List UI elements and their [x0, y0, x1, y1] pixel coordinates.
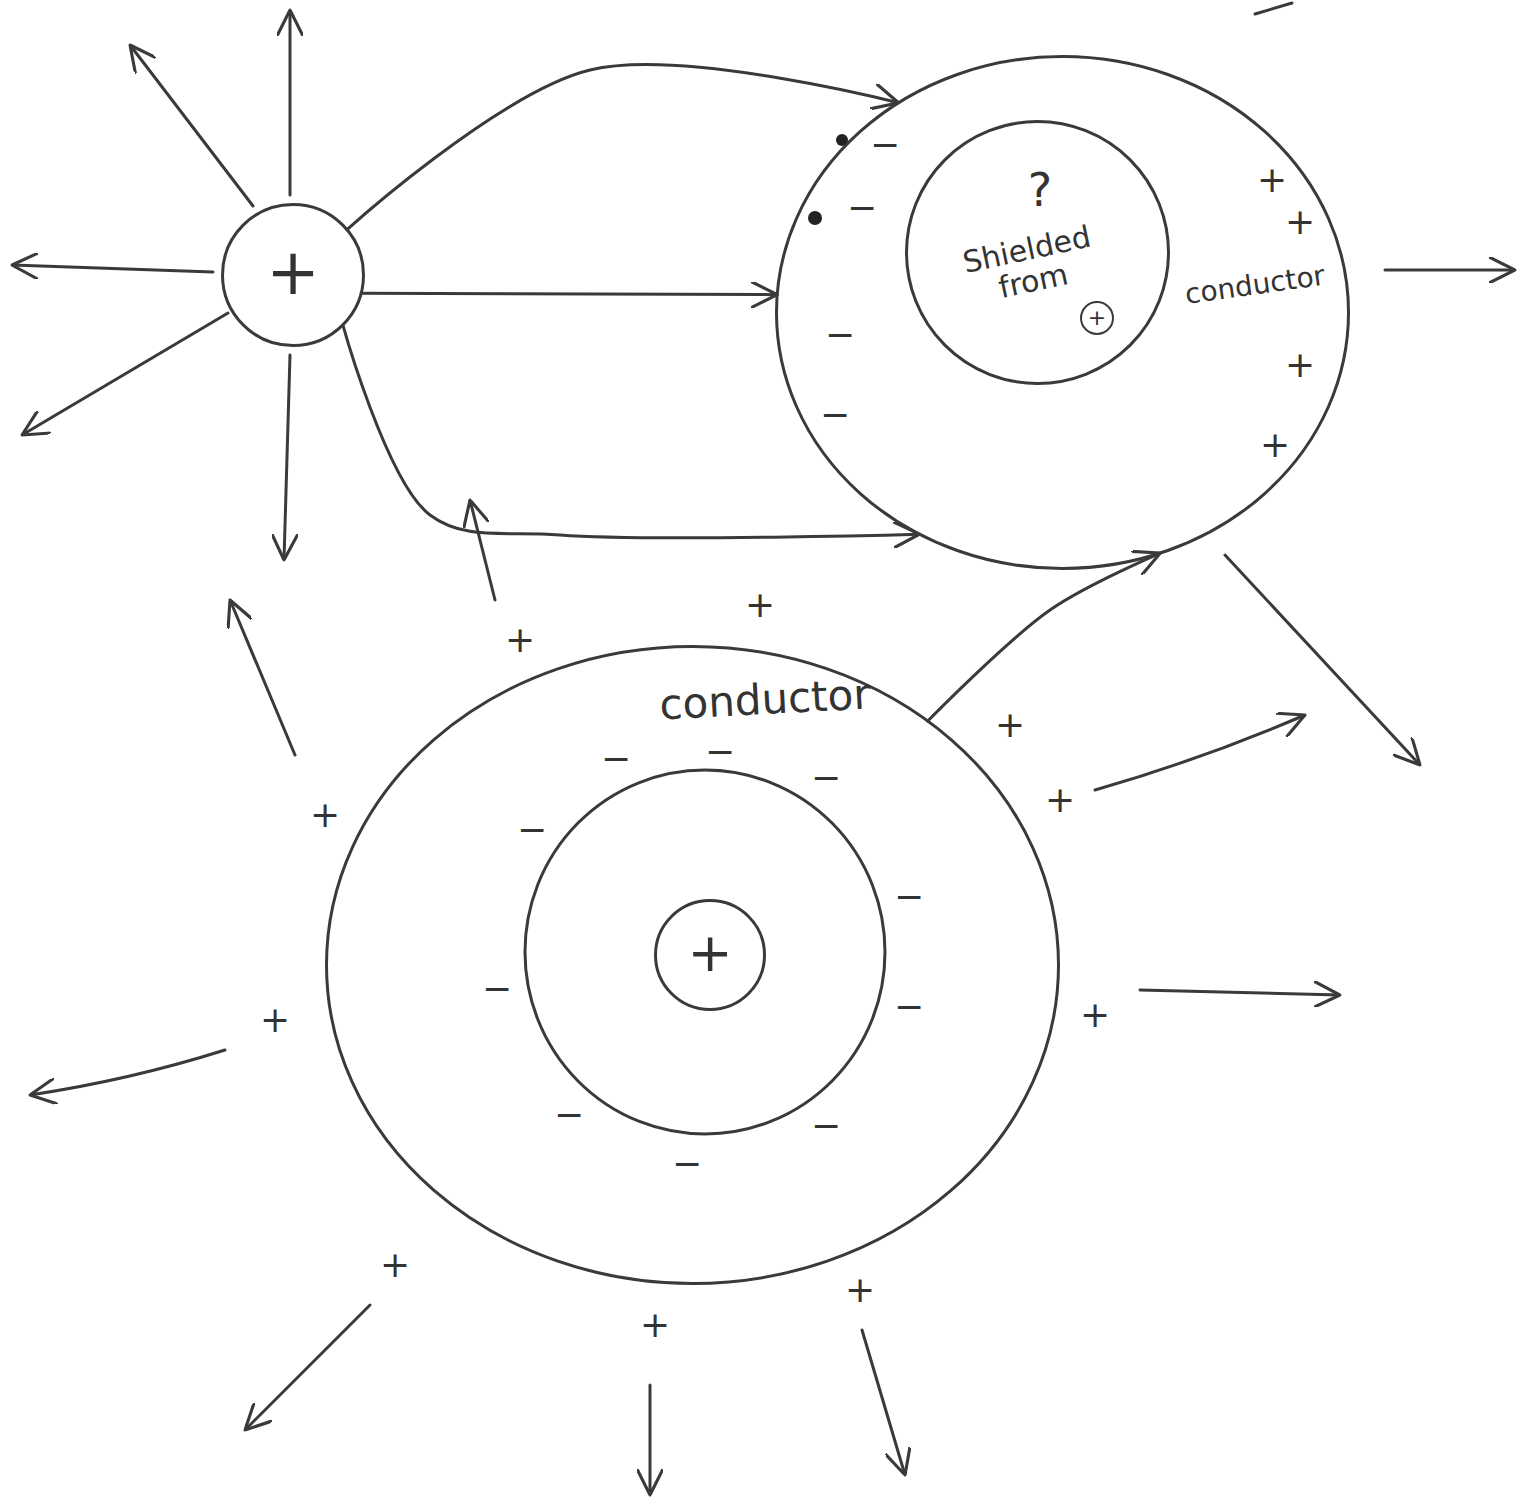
charge-sign: − [894, 879, 924, 915]
charge-dot [808, 211, 822, 225]
charge-sign: − [601, 741, 631, 777]
cavity: ?Shielded from+ [905, 120, 1170, 385]
charge-sign: + [1257, 162, 1287, 198]
charge-sign: + [1045, 782, 1075, 818]
charge-sign: + [1285, 347, 1315, 383]
conductor-body: ?Shielded from+conductor [775, 55, 1350, 570]
charge-sign: + [505, 622, 535, 658]
field-line [347, 65, 898, 230]
circled-charge: + [1080, 301, 1114, 335]
field-line [130, 45, 253, 206]
charge-sign: + [745, 587, 775, 623]
field-line [12, 265, 213, 272]
field-line [649, 1385, 652, 1495]
charge-sign: − [847, 190, 877, 226]
node-text: + [266, 239, 320, 306]
field-line [862, 1330, 905, 1475]
charge-sign: + [995, 707, 1025, 743]
charge-sign: + [1260, 427, 1290, 463]
node-text: conductor [644, 672, 886, 729]
field-line [22, 313, 228, 435]
charge-sign: − [825, 317, 855, 353]
field-line [230, 600, 295, 755]
charge-sign: + [380, 1247, 410, 1283]
field-line [1140, 990, 1340, 995]
field-line [284, 355, 290, 560]
charge-sign: − [820, 397, 850, 433]
point-charge: + [221, 203, 365, 347]
outline-ellipse [907, 122, 1169, 384]
conductor-body: + conductor [325, 645, 1060, 1285]
charge-sign: − [811, 1108, 841, 1144]
field-line [1095, 715, 1305, 790]
field-line [928, 553, 1161, 721]
outline-ellipse [777, 57, 1349, 569]
node-text: + [687, 925, 732, 982]
charge-sign: + [1080, 997, 1110, 1033]
charge-sign: + [310, 797, 340, 833]
charge-sign: + [260, 1002, 290, 1038]
node-text: ? [1028, 166, 1052, 214]
point-charge: + [654, 899, 766, 1011]
field-line [1385, 269, 1515, 272]
charge-sign: + [845, 1272, 875, 1308]
charge-sign: − [894, 989, 924, 1025]
field-line [1225, 555, 1420, 765]
charge-sign: − [705, 734, 735, 770]
charge-sign: + [640, 1307, 670, 1343]
outline-ellipse [223, 205, 364, 346]
charge-sign: − [870, 127, 900, 163]
field-line [30, 1050, 225, 1095]
outline-ellipse [327, 647, 1059, 1284]
field-line [245, 1305, 370, 1430]
charge-sign: − [811, 760, 841, 796]
node-text: conductor [1174, 259, 1337, 310]
charge-sign: − [517, 812, 547, 848]
cavity-outline [525, 770, 885, 1134]
charge-sign: − [554, 1097, 584, 1133]
node-text: Shielded from [940, 217, 1119, 314]
outline-ellipse [656, 901, 765, 1010]
field-line [343, 325, 920, 538]
field-line [470, 500, 495, 600]
charge-sign: + [1285, 204, 1315, 240]
charge-sign: − [672, 1146, 702, 1182]
outline [775, 55, 1350, 570]
field-line [361, 293, 777, 294]
field-line [289, 10, 292, 195]
charge-sign: − [482, 971, 512, 1007]
field-line-stub [1255, 3, 1292, 14]
